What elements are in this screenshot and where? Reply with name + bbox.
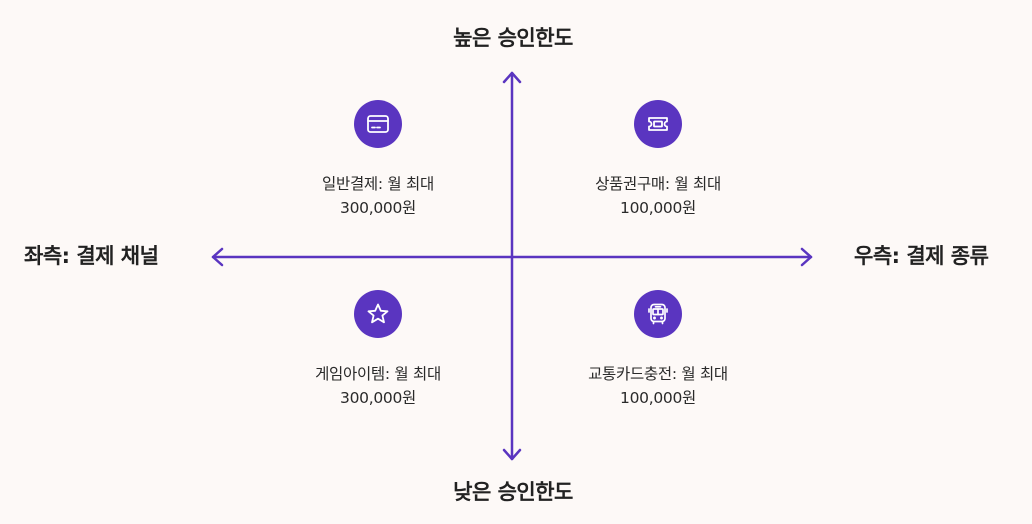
axis-label-bottom: 낮은 승인한도 bbox=[453, 480, 573, 504]
quadrant-general-payment: 일반결제: 월 최대 300,000원 bbox=[268, 100, 488, 220]
quadrant-amount: 100,000원 bbox=[620, 199, 696, 217]
quadrant-amount: 300,000원 bbox=[340, 389, 416, 407]
arrow-right-icon bbox=[800, 247, 813, 267]
quadrant-amount: 300,000원 bbox=[340, 199, 416, 217]
quadrant-title: 상품권구매: 월 최대 bbox=[595, 175, 721, 193]
quadrant-title: 게임아이템: 월 최대 bbox=[315, 365, 441, 383]
quadrant-title: 교통카드충전: 월 최대 bbox=[588, 365, 728, 383]
axis-label-left: 좌측: 결제 채널 bbox=[24, 244, 159, 268]
quadrant-transit-card-charge: 교통카드충전: 월 최대 100,000원 bbox=[548, 290, 768, 410]
quadrant-amount: 100,000원 bbox=[620, 389, 696, 407]
arrow-down-icon bbox=[502, 448, 522, 461]
axis-label-right: 우측: 결제 종류 bbox=[854, 244, 989, 268]
axis-label-top: 높은 승인한도 bbox=[453, 26, 573, 50]
arrow-left-icon bbox=[211, 247, 224, 267]
quadrant-gift-card-purchase: 상품권구매: 월 최대 100,000원 bbox=[548, 100, 768, 220]
quadrant-title: 일반결제: 월 최대 bbox=[322, 175, 434, 193]
credit-card-icon bbox=[354, 100, 402, 148]
star-icon bbox=[354, 290, 402, 338]
bus-icon bbox=[634, 290, 682, 338]
arrow-up-icon bbox=[502, 71, 522, 84]
ticket-icon bbox=[634, 100, 682, 148]
quadrant-game-items: 게임아이템: 월 최대 300,000원 bbox=[268, 290, 488, 410]
